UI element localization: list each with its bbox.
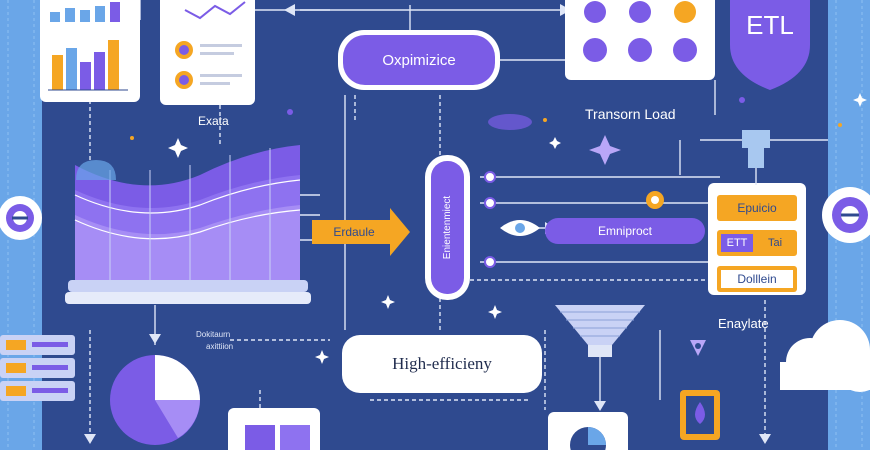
vertical-pill (431, 161, 464, 294)
right-box-3-label: Dolllein (737, 272, 777, 286)
sparkle-icons (168, 93, 867, 364)
arrow-label: Erdaule (333, 225, 375, 239)
water-drop-icon (695, 402, 705, 424)
connector-nodes (484, 171, 496, 268)
vertical-pill-text-wrap: Enientenmiect (431, 161, 464, 294)
vertical-pill-label: Enientenmiect (442, 195, 453, 260)
extract-label: Exata (198, 114, 229, 128)
pie-chart-icon (110, 355, 200, 445)
server-stack-icon (0, 335, 75, 401)
wave-area-chart (65, 145, 311, 304)
right-box-1 (717, 195, 797, 221)
high-efficiency-pill (342, 335, 542, 393)
dot-accents (130, 118, 842, 140)
right-box-1-label: Epuicio (737, 201, 777, 215)
left-gear-icon (0, 196, 42, 240)
optimize-label: Oxpimizice (382, 51, 456, 69)
cloud-icon (780, 320, 870, 392)
right-box-2a-label: ETT (726, 237, 748, 249)
large-sparkle-icon (589, 135, 621, 165)
transform-arrow (312, 208, 410, 256)
bar-chart-icon (48, 2, 128, 91)
enrich-bar (545, 218, 705, 244)
etl-shield (730, 0, 810, 90)
transform-load-label: Transorn Load (585, 106, 676, 122)
enrich-label: Emniproct (597, 224, 653, 238)
enable-label: Enaylate (718, 316, 769, 331)
status-dots (583, 1, 697, 62)
small-caption-2: axittiion (206, 342, 234, 351)
funnel-icon (555, 305, 645, 357)
small-caption-1: Dokitaurn (196, 330, 231, 339)
right-box-2b-label: Tai (767, 237, 783, 249)
report-content (175, 1, 246, 89)
high-efficiency-label: High-efficieny (392, 354, 492, 373)
small-cloud-icon (488, 114, 532, 130)
database-icon (742, 130, 770, 185)
etl-shield-label: ETL (746, 9, 794, 40)
optimize-pill (343, 35, 495, 85)
right-gear-icon (822, 187, 870, 243)
dot-accents-purple (287, 97, 745, 115)
